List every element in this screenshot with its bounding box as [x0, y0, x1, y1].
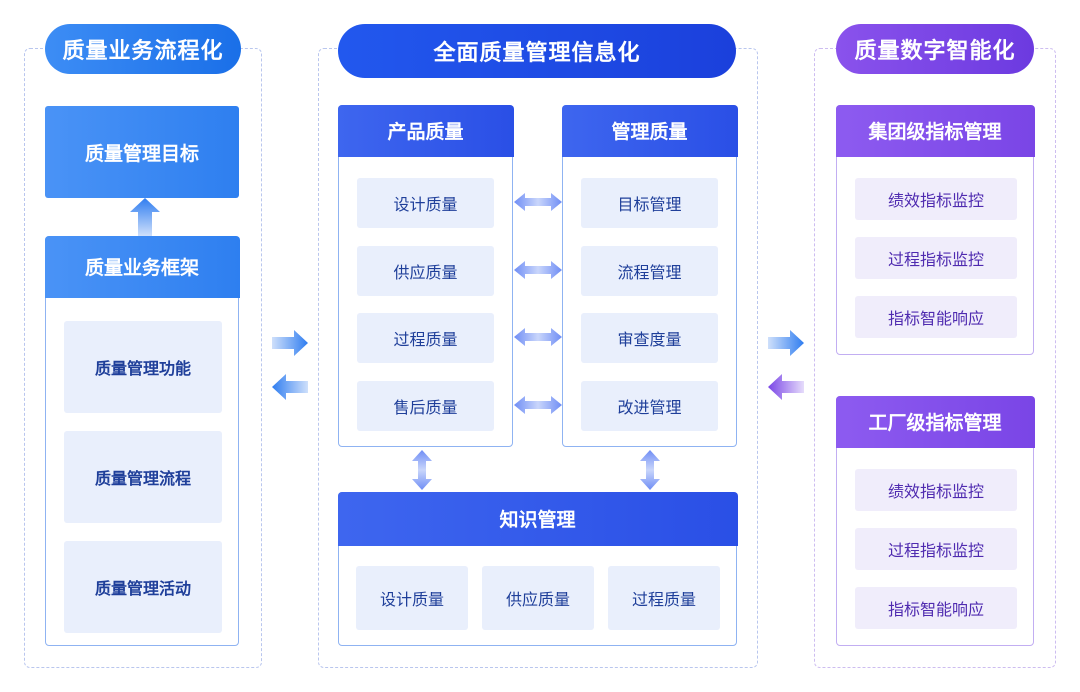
management-quality-card: 管理质量 目标管理 流程管理 审查度量 改进管理	[561, 104, 738, 447]
right-title-pill: 质量数字智能化	[836, 24, 1034, 74]
right-arrow	[272, 330, 308, 356]
double-arrow-v	[640, 450, 660, 490]
knowledge-item: 设计质量	[356, 566, 468, 630]
factory-index-item: 指标智能响应	[855, 587, 1017, 629]
left-arrow	[768, 374, 804, 400]
product-quality-item: 过程质量	[357, 313, 494, 363]
framework-item: 质量管理流程	[64, 431, 222, 523]
group-index-item: 绩效指标监控	[855, 178, 1017, 220]
framework-item: 质量管理功能	[64, 321, 222, 413]
double-arrow-v	[412, 450, 432, 490]
group-index-card: 集团级指标管理 绩效指标监控 过程指标监控 指标智能响应	[835, 104, 1035, 355]
management-quality-item: 审查度量	[581, 313, 718, 363]
factory-index-card: 工厂级指标管理 绩效指标监控 过程指标监控 指标智能响应	[835, 395, 1035, 646]
knowledge-item: 过程质量	[608, 566, 720, 630]
product-quality-item: 售后质量	[357, 381, 494, 431]
left-arrow	[272, 374, 308, 400]
knowledge-item: 供应质量	[482, 566, 594, 630]
framework-item: 质量管理活动	[64, 541, 222, 633]
framework-header: 质量业务框架	[44, 235, 240, 298]
management-quality-header: 管理质量	[561, 104, 738, 157]
product-quality-item: 设计质量	[357, 178, 494, 228]
knowledge-header: 知识管理	[337, 491, 738, 546]
right-arrow	[768, 330, 804, 356]
left-title-pill: 质量业务流程化	[45, 24, 241, 74]
group-index-header: 集团级指标管理	[835, 104, 1035, 157]
product-quality-header: 产品质量	[337, 104, 514, 157]
product-quality-item: 供应质量	[357, 246, 494, 296]
factory-index-item: 绩效指标监控	[855, 469, 1017, 511]
group-index-item: 指标智能响应	[855, 296, 1017, 338]
management-quality-item: 目标管理	[581, 178, 718, 228]
factory-index-header: 工厂级指标管理	[835, 395, 1035, 448]
framework-card: 质量业务框架 质量管理功能 质量管理流程 质量管理活动	[44, 235, 240, 646]
quality-goal-box: 质量管理目标	[45, 106, 239, 198]
product-quality-card: 产品质量 设计质量 供应质量 过程质量 售后质量	[337, 104, 514, 447]
center-title-pill: 全面质量管理信息化	[338, 24, 736, 78]
knowledge-card: 知识管理 设计质量 供应质量 过程质量	[337, 491, 738, 646]
group-index-item: 过程指标监控	[855, 237, 1017, 279]
double-arrow-h	[514, 396, 562, 414]
double-arrow-h	[514, 328, 562, 346]
factory-index-item: 过程指标监控	[855, 528, 1017, 570]
up-arrow	[130, 198, 160, 236]
double-arrow-h	[514, 193, 562, 211]
management-quality-item: 改进管理	[581, 381, 718, 431]
management-quality-item: 流程管理	[581, 246, 718, 296]
double-arrow-h	[514, 261, 562, 279]
